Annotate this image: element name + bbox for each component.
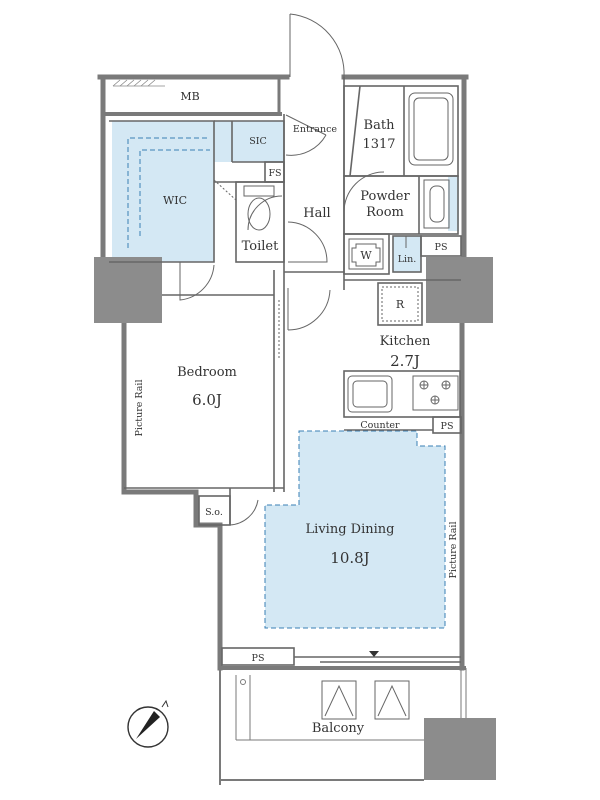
entrance-door — [289, 13, 345, 78]
entrance-label: Entrance — [293, 124, 338, 135]
mb-label: MB — [180, 90, 199, 103]
ps-mid-label: PS — [441, 421, 454, 432]
wic-label: WIC — [163, 194, 187, 207]
toilet-icon — [243, 185, 275, 231]
fixtures — [243, 92, 459, 720]
dashed-outlines — [127, 137, 446, 629]
bedroom-closet-door — [229, 496, 259, 526]
lin-label: Lin. — [398, 254, 417, 265]
powder-door — [343, 171, 385, 213]
columns — [94, 257, 496, 780]
fridge-label: R — [396, 298, 405, 311]
storage-label: S.o. — [205, 507, 223, 518]
bedroom-door — [287, 288, 331, 331]
ps-top-box — [420, 235, 462, 257]
living-dashed — [264, 430, 446, 629]
sink-icon — [423, 179, 450, 229]
counter-box — [343, 370, 461, 418]
picture-rail-left-label: Picture Rail — [134, 380, 145, 437]
wic-outline — [109, 120, 215, 263]
fridge-box — [377, 282, 423, 326]
wic-dashed — [127, 137, 210, 248]
room-labels: MB SIC Entrance Bath 1317 WIC FS Hall Po… — [134, 90, 459, 736]
sic-door — [285, 114, 327, 156]
lin-highlight — [393, 236, 421, 272]
toilet-door — [247, 195, 283, 231]
kitchen-size: 2.7J — [390, 352, 420, 370]
bath-sink-highlight — [448, 176, 459, 231]
wic-door — [179, 262, 215, 301]
north-arrow-icon — [127, 699, 169, 748]
counter-label: Counter — [360, 420, 400, 431]
washer-label: W — [360, 249, 372, 262]
bath-label: Bath — [364, 118, 396, 133]
toilet-label: Toilet — [242, 239, 279, 254]
ps-mid-box — [432, 416, 462, 434]
ac-unit-icon-1 — [321, 680, 357, 720]
ps-top-label: PS — [435, 242, 448, 253]
column-left — [94, 257, 162, 323]
column-bottom-right — [424, 718, 496, 780]
refrigerator-icon — [381, 286, 419, 322]
balcony-outline — [219, 668, 467, 785]
living-highlight — [265, 431, 445, 628]
ps-bottom-label: PS — [252, 653, 265, 664]
balcony-label: Balcony — [312, 721, 365, 736]
column-right — [426, 257, 493, 323]
bath-outline — [343, 85, 459, 177]
door-swings — [179, 13, 407, 526]
sic-highlight — [214, 121, 284, 162]
washing-machine-icon — [348, 238, 384, 270]
hall-door — [287, 221, 328, 263]
sic-slide — [213, 179, 237, 201]
living-size: 10.8J — [330, 549, 369, 567]
bath-door-line — [349, 85, 361, 177]
bedroom-label: Bedroom — [177, 365, 237, 380]
wic-highlight — [112, 121, 214, 262]
powder-label-1: Powder — [360, 189, 410, 204]
ac-unit-icon-2 — [374, 680, 410, 720]
living-label: Living Dining — [306, 522, 395, 537]
entry-marker — [369, 651, 379, 657]
sliding-tracks — [213, 179, 280, 360]
bathtub-icon — [408, 92, 454, 166]
interior-walls — [109, 77, 462, 666]
walls — [97, 74, 469, 671]
mb-hatching — [112, 79, 165, 87]
kitchen-sink-icon — [347, 375, 393, 413]
sic-label: SIC — [249, 136, 267, 147]
picture-rail-right-label: Picture Rail — [448, 522, 459, 579]
bath-size: 1317 — [362, 137, 395, 152]
powder-label-2: Room — [366, 205, 404, 220]
wic-dashed-inner — [139, 149, 210, 236]
stove-icon — [412, 375, 459, 411]
fs-sic-label: FS — [268, 168, 281, 179]
kitchen-label: Kitchen — [380, 334, 431, 349]
toilet-outline — [235, 181, 285, 263]
bedroom-size: 6.0J — [192, 391, 222, 409]
highlight-zones — [112, 121, 459, 628]
hall-label: Hall — [303, 206, 330, 221]
